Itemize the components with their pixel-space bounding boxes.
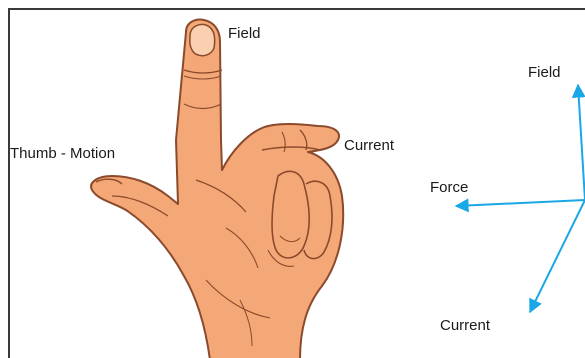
force-arrow	[454, 198, 585, 213]
vector-label-current: Current	[440, 317, 491, 334]
palm-crease-1	[195, 179, 247, 213]
thumb-nail	[95, 178, 123, 185]
middle-finger-crease	[281, 131, 286, 153]
hand-label-field: Field	[228, 25, 261, 42]
vector-diagram	[454, 83, 585, 314]
ring-nail-line	[279, 235, 301, 243]
diagram-frame	[8, 8, 585, 358]
palm-crease-3	[205, 279, 271, 319]
wrist-line	[239, 299, 253, 347]
hand-illustration	[90, 18, 345, 358]
index-crease-2	[183, 75, 222, 80]
current-arrow	[529, 199, 585, 314]
index-fingernail	[189, 23, 216, 57]
field-arrow	[571, 83, 585, 201]
middle-finger-edge	[261, 146, 321, 151]
middle-finger-nail	[299, 129, 308, 151]
palm-crease-2	[225, 227, 259, 269]
index-crease-3	[183, 103, 222, 110]
hand-label-thumb-motion: Thumb - Motion	[10, 145, 116, 162]
vector-label-field: Field	[528, 64, 561, 81]
curled-finger-ring	[271, 170, 311, 259]
curled-finger-little	[303, 180, 333, 260]
knuckle-line	[267, 249, 295, 267]
index-crease-1	[183, 69, 223, 74]
thumb-crease	[111, 195, 169, 217]
hand-label-current: Current	[344, 137, 395, 154]
vector-label-force: Force	[430, 179, 469, 196]
